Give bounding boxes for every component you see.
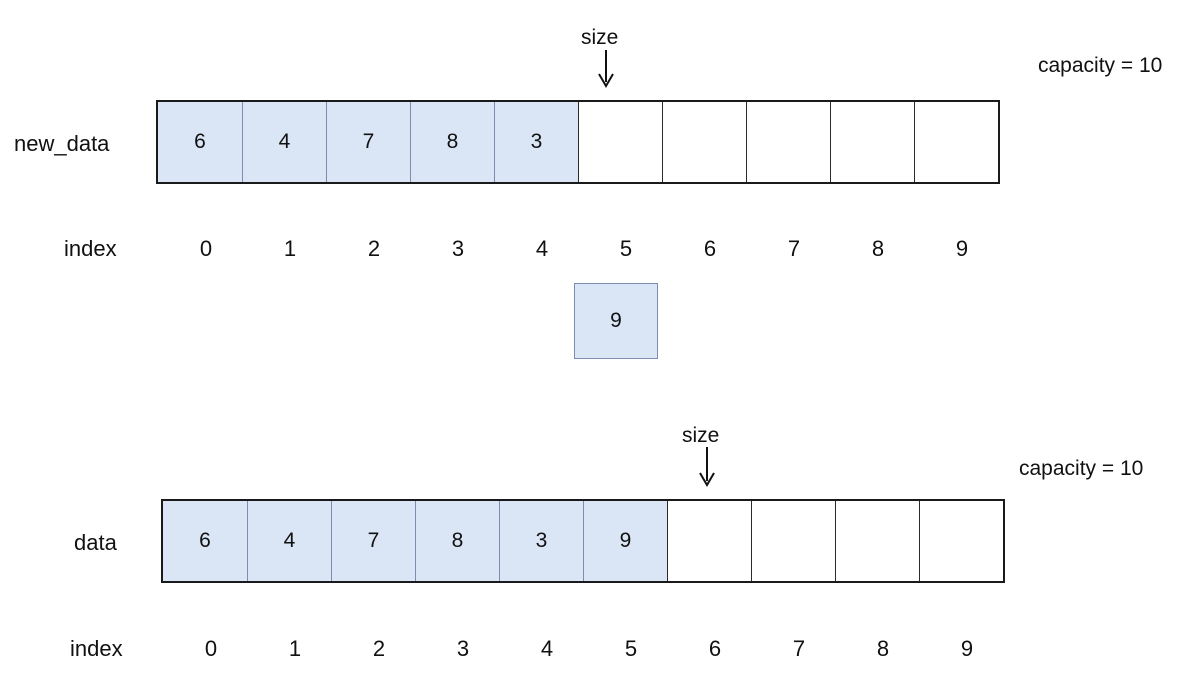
top-index-row: 0 1 2 3 4 5 6 7 8 9 xyxy=(164,236,1004,262)
index-number: 9 xyxy=(960,636,974,661)
index-number: 4 xyxy=(535,236,549,261)
index-number: 8 xyxy=(871,236,885,261)
top-array-name: new_data xyxy=(14,131,110,156)
top-index-label: index xyxy=(64,236,117,261)
array-cell: 9 xyxy=(583,501,667,581)
index-number: 1 xyxy=(283,236,297,261)
index-number: 0 xyxy=(204,636,218,661)
index-number: 2 xyxy=(372,636,386,661)
index-number: 6 xyxy=(703,236,717,261)
bottom-index-row: 0 1 2 3 4 5 6 7 8 9 xyxy=(169,636,1009,662)
bottom-index-label: index xyxy=(70,636,123,661)
index-number: 9 xyxy=(955,236,969,261)
index-number: 5 xyxy=(624,636,638,661)
index-number: 7 xyxy=(792,636,806,661)
index-number: 3 xyxy=(456,636,470,661)
incoming-element: 9 xyxy=(574,283,658,359)
array-cell: 7 xyxy=(331,501,415,581)
array-cell xyxy=(835,501,919,581)
bottom-size-arrow-icon xyxy=(699,447,715,487)
array-cell: 8 xyxy=(415,501,499,581)
bottom-array-name: data xyxy=(74,530,117,555)
array-cell: 3 xyxy=(494,102,578,182)
array-cell: 4 xyxy=(247,501,331,581)
top-size-label: size xyxy=(581,26,619,49)
index-number: 8 xyxy=(876,636,890,661)
index-number: 0 xyxy=(199,236,213,261)
top-capacity-label: capacity = 10 xyxy=(1038,54,1163,77)
bottom-size-label: size xyxy=(682,424,720,447)
array-cell xyxy=(578,102,662,182)
index-number: 5 xyxy=(619,236,633,261)
array-cell xyxy=(662,102,746,182)
array-cell: 3 xyxy=(499,501,583,581)
index-number: 2 xyxy=(367,236,381,261)
index-number: 7 xyxy=(787,236,801,261)
array-cell xyxy=(919,501,1003,581)
array-cell xyxy=(746,102,830,182)
top-array: 6 4 7 8 3 xyxy=(156,100,1000,184)
array-cell: 6 xyxy=(163,501,247,581)
array-cell: 6 xyxy=(158,102,242,182)
index-number: 1 xyxy=(288,636,302,661)
array-cell: 4 xyxy=(242,102,326,182)
array-cell xyxy=(751,501,835,581)
array-cell xyxy=(667,501,751,581)
array-cell: 7 xyxy=(326,102,410,182)
array-cell xyxy=(914,102,998,182)
index-number: 6 xyxy=(708,636,722,661)
top-size-arrow-icon xyxy=(598,50,614,88)
index-number: 3 xyxy=(451,236,465,261)
array-cell xyxy=(830,102,914,182)
bottom-capacity-label: capacity = 10 xyxy=(1019,457,1144,480)
bottom-array: 6 4 7 8 3 9 xyxy=(161,499,1005,583)
array-cell: 8 xyxy=(410,102,494,182)
index-number: 4 xyxy=(540,636,554,661)
